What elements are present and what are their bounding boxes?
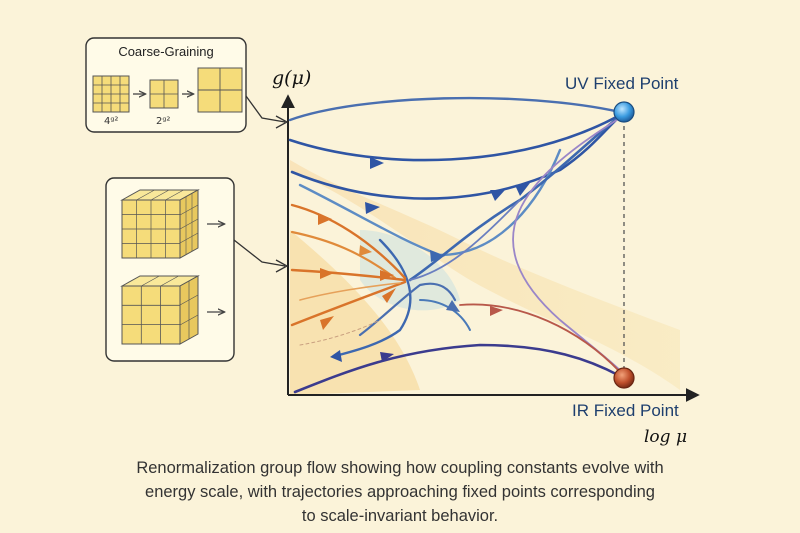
flow-line-2: [288, 113, 622, 162]
arrowhead-2: [365, 202, 380, 214]
grid-4x4: [92, 75, 130, 113]
arrowhead-orange-2: [320, 268, 334, 279]
cube-top: [120, 189, 200, 259]
uv-fixed-point: [613, 101, 635, 123]
grid-2x2: [149, 79, 179, 109]
caption-line-1: Renormalization group flow showing how c…: [136, 459, 664, 477]
flow-line-top: [288, 96, 622, 122]
label-4-power: 4ᵍ²: [104, 116, 118, 127]
flow-line-orange-4: [290, 280, 407, 327]
arrowhead-7: [380, 352, 394, 362]
arrowhead-red: [490, 306, 503, 316]
arrowhead-orange-4: [380, 270, 394, 281]
flow-line-separatrix: [409, 199, 521, 281]
flow-lines: [288, 96, 625, 394]
ir-fixed-point: [613, 367, 635, 389]
x-axis-label: log μ: [644, 427, 687, 447]
flow-line-orange-1: [290, 203, 407, 280]
coarse-graining-inset: Coarse-Graining 4ᵍ² 2ᵍ²: [85, 37, 289, 133]
uv-fixed-point-label: UV Fixed Point: [565, 74, 679, 93]
arrowhead-1: [370, 157, 384, 169]
flow-arrowheads: [318, 157, 530, 362]
grid-block: [197, 67, 243, 113]
flow-line-violet: [293, 343, 622, 394]
arrowhead-6: [330, 350, 342, 362]
caption-line-3: to scale-invariant behavior.: [301, 507, 499, 525]
flow-line-orange-5: [299, 282, 401, 301]
flow-line-orange-2: [290, 230, 397, 280]
arrowhead-4: [490, 190, 505, 201]
flow-line-orange-3: [290, 268, 407, 282]
arrowhead-orange-6: [359, 245, 372, 256]
cube-inset: [105, 177, 289, 362]
arrowhead-orange-3: [320, 316, 334, 330]
ir-fixed-point-label: IR Fixed Point: [572, 401, 679, 420]
shaded-band-upper: [290, 160, 680, 390]
arrowhead-orange-5: [382, 288, 396, 303]
connector-arrowhead: [275, 115, 289, 129]
figure-caption: Renormalization group flow showing how c…: [60, 456, 740, 528]
label-2-power: 2ᵍ²: [156, 116, 170, 127]
cube-bottom: [120, 275, 200, 345]
inset-connector: [245, 95, 286, 123]
arrowhead-orange-1: [318, 213, 332, 225]
caption-line-2: energy scale, with trajectories approach…: [145, 483, 655, 501]
coarse-graining-title: Coarse-Graining: [118, 44, 213, 59]
cube-connector: [233, 239, 286, 267]
arrowhead-5: [430, 250, 445, 262]
cube-connector-arrowhead: [275, 259, 289, 273]
arrowhead-3: [515, 183, 530, 196]
flow-line-red: [459, 303, 621, 373]
arrowhead-8: [446, 300, 460, 312]
flow-line-faint-1: [299, 319, 381, 346]
flow-line-6: [333, 238, 412, 358]
y-axis-label: g(μ): [272, 67, 311, 89]
